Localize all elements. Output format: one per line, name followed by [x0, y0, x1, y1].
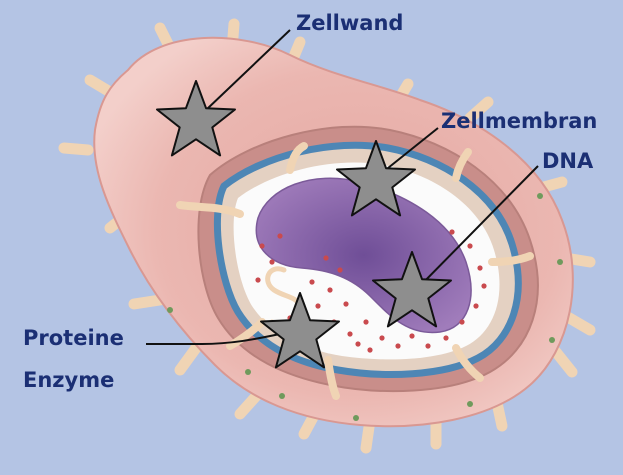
pilus	[90, 80, 110, 92]
pilus	[134, 300, 160, 304]
label-zellwand: Zellwand	[296, 13, 403, 34]
pilus	[180, 348, 196, 370]
pilus	[240, 394, 258, 414]
label-enzyme: Enzyme	[23, 370, 114, 391]
pilus	[64, 148, 88, 150]
label-dna: DNA	[542, 151, 593, 172]
label-proteine: Proteine	[23, 328, 124, 349]
label-zellmembran: Zellmembran	[441, 111, 597, 132]
pilus	[566, 316, 590, 330]
pilus	[556, 352, 572, 372]
